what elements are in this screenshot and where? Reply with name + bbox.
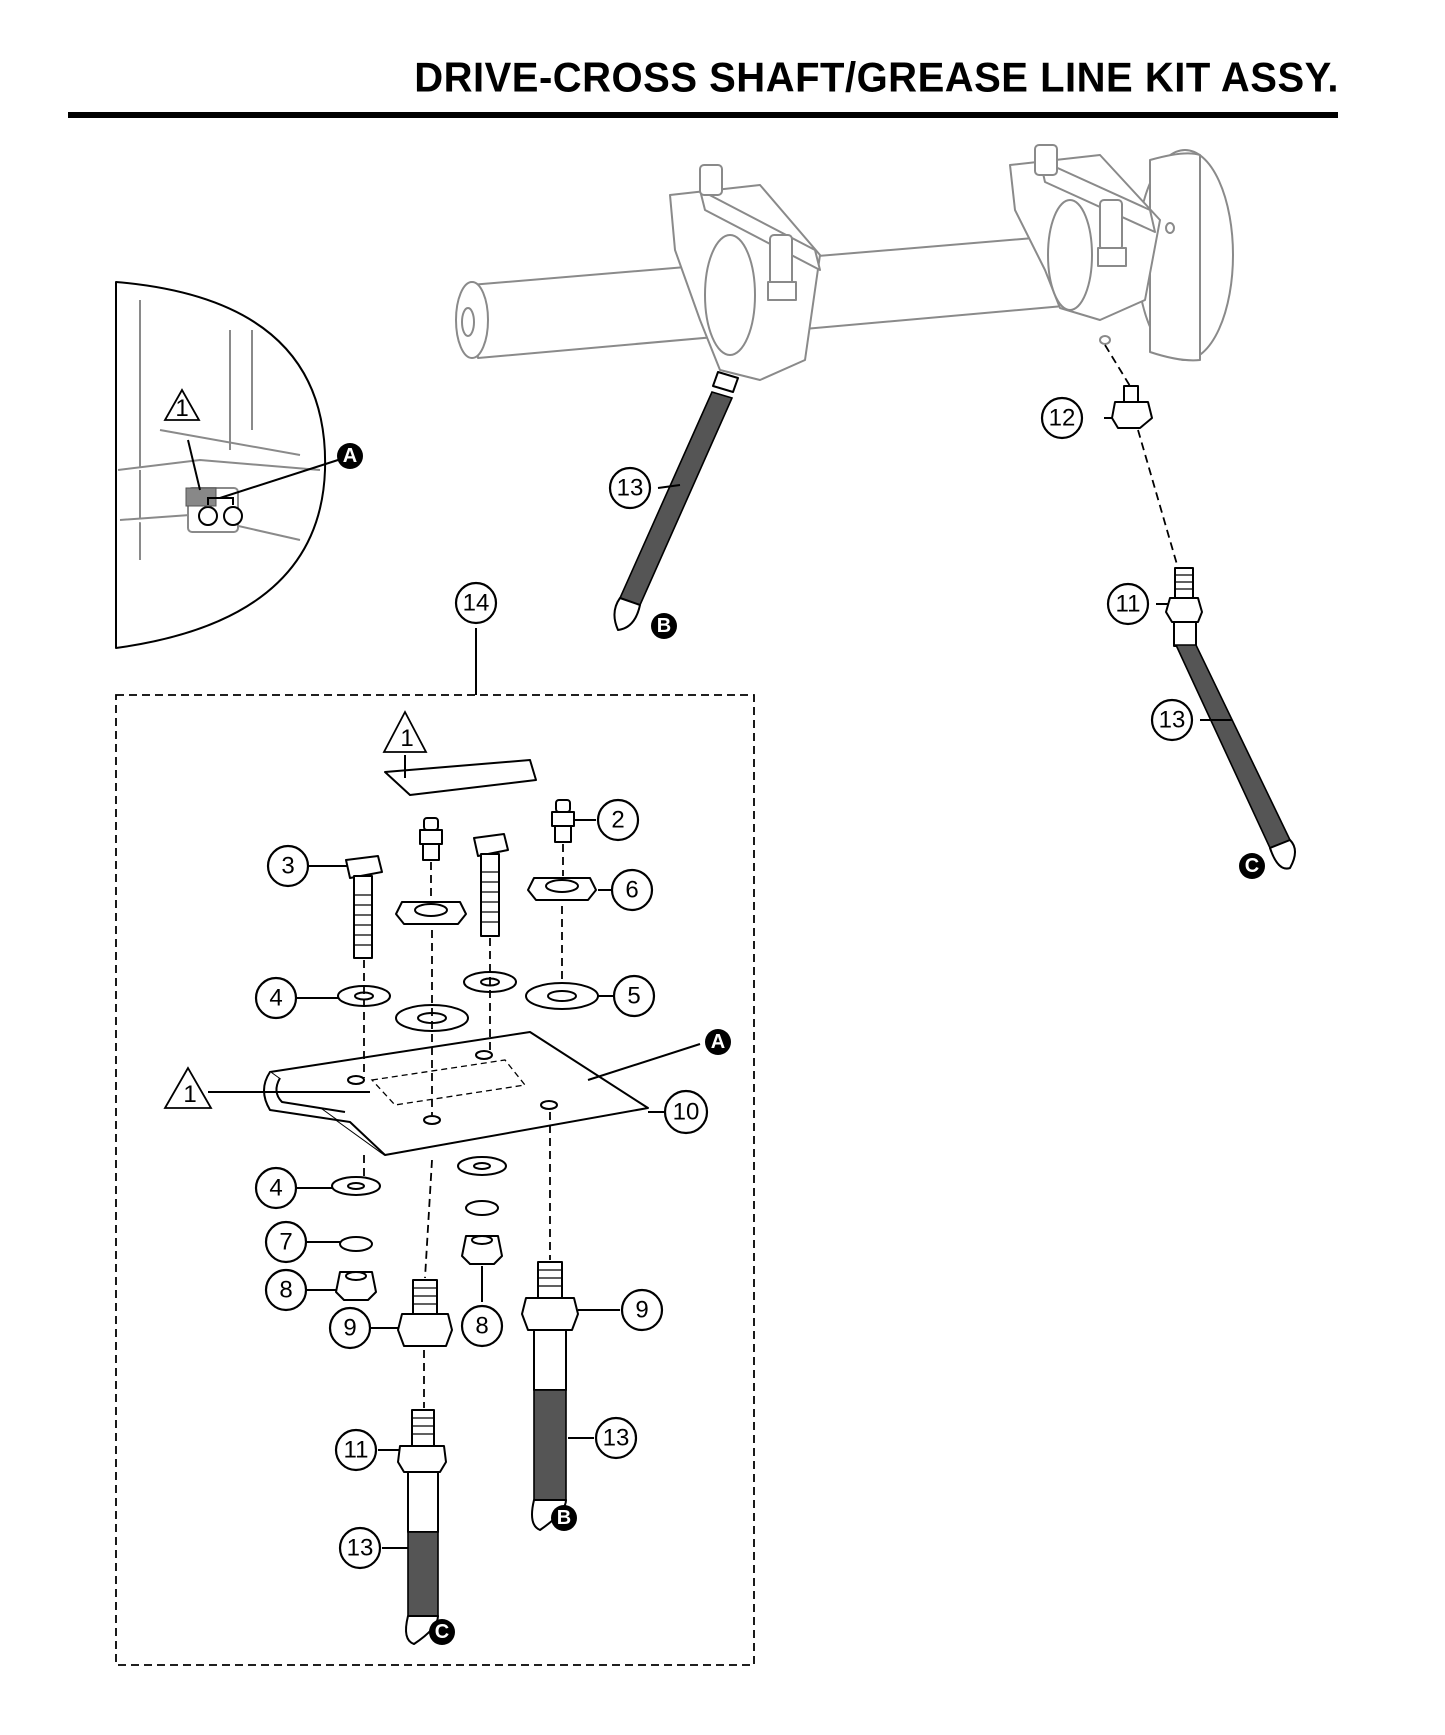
callout-13: 13 [1150, 698, 1194, 742]
inset-detail [115, 281, 339, 649]
note-triangle-decal: 1 [382, 710, 428, 753]
hex-bolt-left [345, 855, 383, 959]
svg-text:13: 13 [617, 475, 644, 502]
hex-bolt-right [473, 833, 509, 937]
title-rule [68, 112, 1338, 118]
svg-text:8: 8 [475, 1313, 488, 1340]
callout-7: 7 [264, 1220, 308, 1264]
svg-text:8: 8 [279, 1277, 292, 1304]
marker-a-inset: A [337, 443, 363, 469]
marker-a-plate: A [705, 1029, 731, 1055]
nut-8-right [461, 1235, 503, 1265]
svg-text:4: 4 [269, 985, 282, 1012]
svg-text:11: 11 [1116, 591, 1141, 618]
svg-text:7: 7 [279, 1229, 292, 1256]
leader-lines [208, 417, 1232, 1549]
svg-text:6: 6 [625, 877, 638, 904]
adapter-fitting-12 [1111, 385, 1153, 429]
svg-text:1: 1 [400, 725, 413, 752]
decal [384, 759, 537, 796]
svg-text:2: 2 [611, 807, 624, 834]
svg-text:9: 9 [635, 1297, 648, 1324]
svg-text:B: B [557, 1507, 571, 1529]
svg-text:9: 9 [343, 1315, 356, 1342]
svg-text:12: 12 [1049, 405, 1076, 432]
svg-text:C: C [435, 1621, 449, 1643]
kit-14-boundary [115, 694, 755, 1666]
cross-shaft-assembly [455, 144, 1234, 381]
callout-13: 13 [608, 466, 652, 510]
svg-text:13: 13 [1159, 707, 1186, 734]
svg-text:13: 13 [347, 1535, 374, 1562]
svg-text:C: C [1245, 855, 1259, 877]
hex-nut-left [395, 901, 467, 925]
svg-text:A: A [343, 445, 357, 467]
callout-9: 9 [620, 1288, 664, 1332]
callout-12: 12 [1040, 396, 1084, 440]
fitting-11-top [1165, 567, 1203, 647]
grease-fitting-right [551, 799, 575, 843]
marker-c-kit: C [429, 1619, 455, 1645]
marker-b-top: B [651, 613, 677, 639]
dash-line [1137, 429, 1179, 569]
svg-text:B: B [657, 615, 671, 637]
alignment-dashes [363, 844, 564, 1408]
grease-hose-c-top [1174, 644, 1296, 870]
grease-hose-b-top [613, 371, 739, 631]
lock-washer-right [465, 1200, 499, 1216]
fitting-9-right [521, 1261, 579, 1391]
callout-11: 11 [334, 1428, 378, 1472]
marker-c-top: C [1239, 853, 1265, 879]
callout-10: 10 [663, 1089, 709, 1135]
callout-13: 13 [594, 1416, 638, 1460]
callout-13: 13 [338, 1526, 382, 1570]
lock-washer-7 [339, 1236, 373, 1252]
dash-line [1104, 344, 1131, 387]
svg-text:1: 1 [175, 395, 188, 422]
hex-nut-right [527, 877, 597, 901]
grease-fitting-left [419, 817, 443, 861]
svg-text:10: 10 [673, 1099, 700, 1126]
mounting-plate-10 [263, 1031, 649, 1156]
grease-hose-b-kit [531, 1389, 567, 1531]
callout-6: 6 [610, 868, 654, 912]
marker-b-kit: B [551, 1505, 577, 1531]
callout-2: 2 [596, 798, 640, 842]
fitting-9-left [397, 1279, 453, 1347]
svg-text:4: 4 [269, 1175, 282, 1202]
callout-4: 4 [254, 976, 298, 1020]
nut-8-left [335, 1271, 377, 1301]
svg-text:14: 14 [463, 590, 490, 617]
callout-11: 11 [1106, 582, 1150, 626]
svg-text:3: 3 [281, 853, 294, 880]
callout-4: 4 [254, 1166, 298, 1210]
callout-8: 8 [264, 1268, 308, 1312]
callout-14: 14 [454, 581, 498, 625]
callout-8: 8 [460, 1304, 504, 1348]
note-triangle-plate: 1 [163, 1066, 213, 1109]
svg-text:13: 13 [603, 1425, 630, 1452]
callout-5: 5 [612, 974, 656, 1018]
callout-3: 3 [266, 844, 310, 888]
fitting-11-kit [397, 1409, 447, 1533]
page-title: DRIVE-CROSS SHAFT/GREASE LINE KIT ASSY. [414, 54, 1339, 102]
svg-text:A: A [711, 1031, 725, 1053]
note-triangle-inset: 1 [163, 388, 201, 422]
svg-text:5: 5 [627, 983, 640, 1010]
callout-9: 9 [328, 1306, 372, 1350]
grease-hose-c-kit [405, 1531, 439, 1645]
svg-text:1: 1 [183, 1081, 196, 1108]
svg-text:11: 11 [344, 1437, 369, 1464]
